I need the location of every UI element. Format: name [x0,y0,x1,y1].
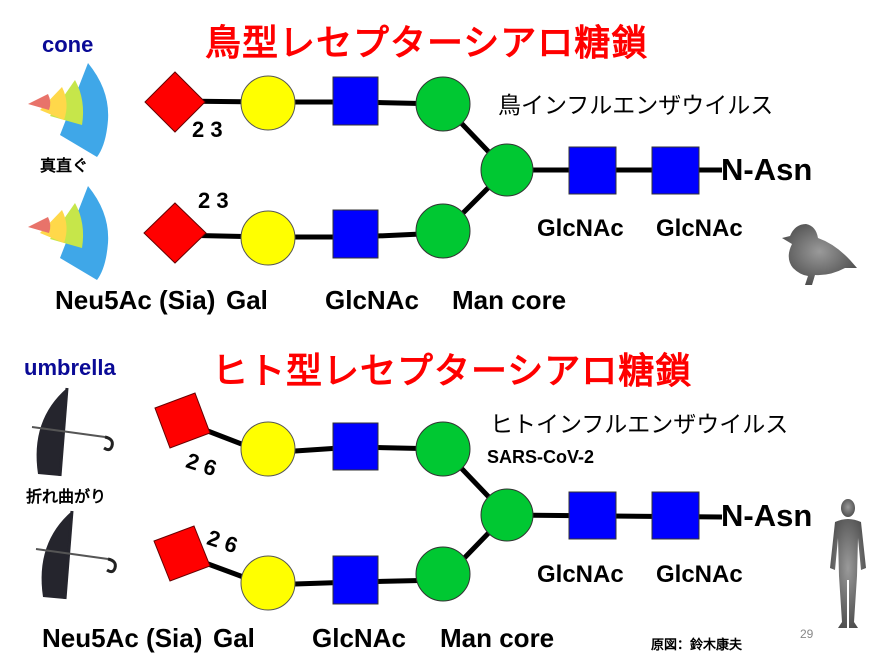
figure-credit: 原図：鈴木康夫 [651,638,743,653]
glcnac-label: GlcNAc [325,285,419,315]
cone-label: cone [42,32,94,57]
n-asn-label: N-Asn [721,152,813,187]
sars-cov-2-label: SARS-CoV-2 [487,447,595,467]
umbrella-label: umbrella [24,355,116,380]
man-core-circle [480,143,534,197]
man-core-label: Man core [452,285,567,315]
glcnac-label: GlcNAc [656,561,743,588]
glcnac-label: GlcNAc [537,561,624,588]
gal-circle [240,555,296,611]
human-icon [830,499,866,628]
cone-icon [28,63,109,157]
glcnac-label: GlcNAc [656,215,743,242]
linkage-label: 2 3 [192,117,223,142]
neu5ac-diamond [144,71,206,133]
glcnac-square [651,146,700,195]
linkage-label: 2 3 [198,188,229,213]
sia-label: Neu5Ac (Sia) [42,623,203,653]
cone-icon [28,186,109,280]
avian-glycan [143,71,722,266]
glcnac-square [332,422,379,471]
human-title: ヒト型レセプターシアロ糖鎖 [212,351,693,392]
glcnac-square [568,491,617,540]
gal-label: Gal [213,623,255,653]
man-core-circle [480,488,534,542]
glcnac-label: GlcNAc [312,623,406,653]
gal-circle [240,421,296,477]
glcnac-square [568,146,617,195]
glcnac-square [332,209,379,259]
glcnac-square [651,491,700,540]
cone-description: 真直ぐ [40,156,89,175]
umbrella-description: 折れ曲がり [26,487,107,506]
glcnac-square [332,555,379,605]
neu5ac-square [153,525,211,582]
page-number: 29 [800,627,814,641]
man-circle [415,546,471,602]
sia-label: Neu5Ac (Sia) [55,285,216,315]
man-core-label: Man core [440,623,555,653]
gal-label: Gal [226,285,268,315]
man-circle [415,76,471,132]
glcnac-square [332,76,379,126]
man-circle [415,421,471,477]
umbrella-icon [31,387,114,477]
avian-virus-label: 鳥インフルエンザウイルス [498,93,774,119]
avian-title: 鳥型レセプターシアロ糖鎖 [205,23,649,64]
gal-circle [240,210,296,266]
neu5ac-square [154,392,211,449]
glcnac-label: GlcNAc [537,215,624,242]
human-virus-label: ヒトインフルエンザウイルス [490,412,789,438]
human-glycan [153,392,723,611]
man-circle [415,203,471,259]
duck-icon [782,224,857,285]
umbrella-icon [35,510,117,600]
neu5ac-diamond [143,202,207,264]
n-asn-label: N-Asn [721,498,813,533]
gal-circle [240,75,296,131]
